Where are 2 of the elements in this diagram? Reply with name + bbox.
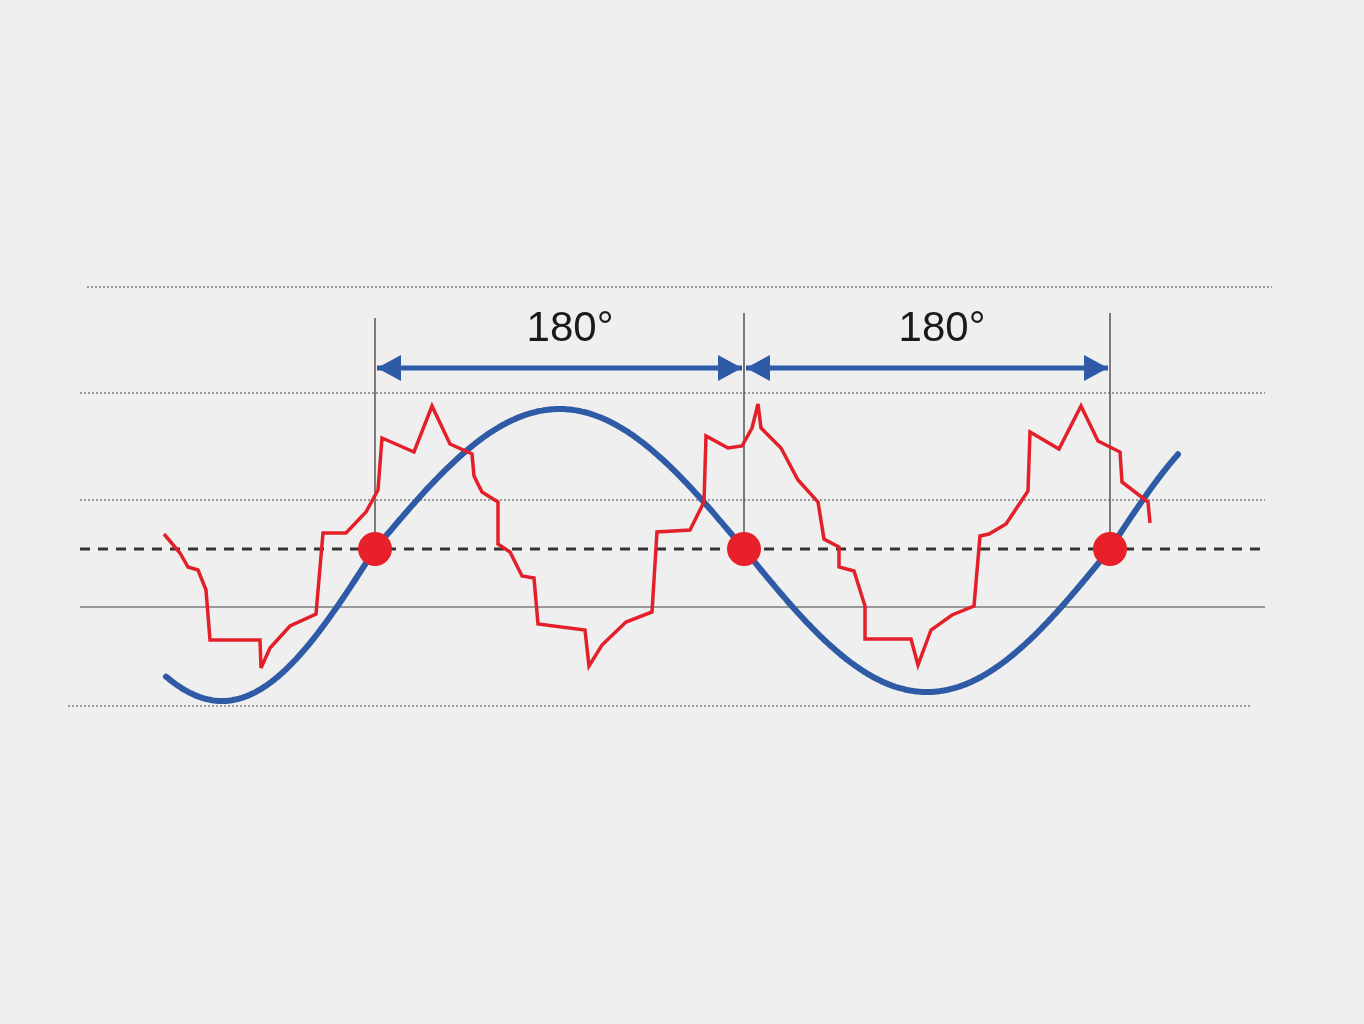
- angle-label: 180°: [898, 304, 986, 350]
- angle-label: 180°: [526, 304, 614, 350]
